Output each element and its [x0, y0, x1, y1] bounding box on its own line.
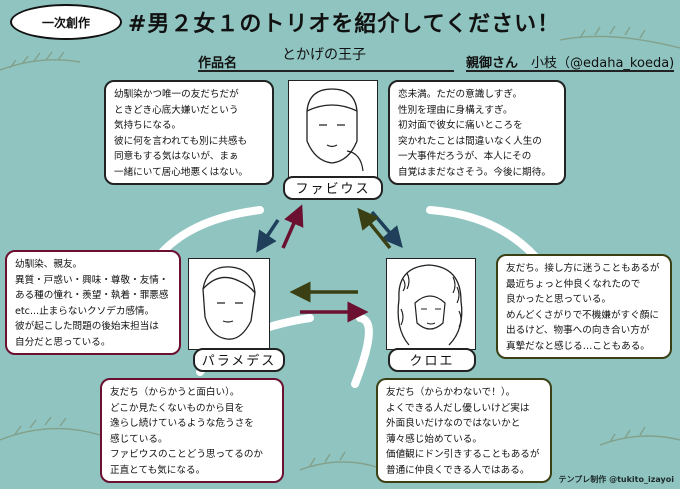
portrait-palamedes	[188, 258, 270, 350]
note-line: 友だち。接し方に迷うこともあるが	[506, 261, 662, 277]
arrow-palamedes-to-fabius	[283, 214, 298, 248]
note-line: 幼馴染、親友。	[15, 257, 171, 273]
template-credit: テンプレ制作 @tukito_izayoi	[559, 474, 674, 485]
note-line: 性別を理由に身構えすぎ。	[398, 103, 556, 119]
note-line: 外面良いだけなのではないかと	[386, 416, 542, 432]
note-line: 彼に何を言われても別に共感も	[114, 134, 264, 150]
category-label: 一次創作	[42, 14, 90, 31]
note-line: ある種の憧れ・羨望・執着・罪悪感	[15, 288, 171, 304]
author-name: 小枝（@edaha_koeda)	[531, 52, 674, 71]
male-portrait-icon	[289, 81, 376, 176]
work-label: 作品名	[198, 52, 237, 71]
note-line: 真摯だなと感じる…こともある。	[506, 339, 662, 355]
note-line: 同意もする気はないが、まぁ	[114, 149, 264, 165]
author-underline	[466, 70, 674, 72]
portrait-chloe	[386, 258, 476, 350]
note-chloe-to-palamedes: 友だち（からかわないで！）。 よくできる人だし優しいけど実は 外面良いだけなので…	[376, 378, 552, 483]
note-line: 自分だと思っている。	[15, 335, 171, 351]
name-palamedes: パラメデス	[193, 348, 285, 372]
arrow-curve-right-down	[355, 318, 369, 384]
work-underline	[198, 70, 454, 72]
note-line: 幼馴染かつ唯一の友だちだが	[114, 87, 264, 103]
note-line: 正直とても気になる。	[110, 463, 274, 479]
name-chloe: クロエ	[388, 348, 476, 372]
note-line: よくできる人だし優しいけど実は	[386, 401, 542, 417]
arrow-chloe-to-fabius	[364, 216, 390, 248]
note-line: 恋未満。ただの意識しすぎ。	[398, 87, 556, 103]
note-line: 自覚はまだなさそう。今後に期待。	[398, 165, 556, 181]
note-line: 普通に仲良くできる人ではある。	[386, 463, 542, 479]
note-line: 異質・戸惑い・興味・尊敬・友情・	[15, 273, 171, 289]
page-title: #男２女１のトリオを紹介してください！	[128, 6, 560, 38]
note-fabius-to-palamedes: 幼馴染かつ唯一の友だちだが ときどき心底大嫌いだという 気持ちになる。 彼に何を…	[104, 80, 274, 185]
note-line: ファビウスのことどう思ってるのか	[110, 447, 274, 463]
note-fabius-to-chloe: 恋未満。ただの意識しすぎ。 性別を理由に身構えすぎ。 初対面で彼女に痛いところを…	[388, 80, 566, 185]
category-bubble: 一次創作	[10, 4, 122, 40]
note-line: 逸らし続けているような危うさを	[110, 416, 274, 432]
note-line: 出るけど、物事への向き合い方が	[506, 323, 662, 339]
arrow-fabius-to-chloe	[372, 212, 396, 240]
note-line: 一緒にいて居心地悪くはない。	[114, 165, 264, 181]
note-line: 気持ちになる。	[114, 118, 264, 134]
note-line: めんどくさがりで不機嫌がすぐ顔に	[506, 308, 662, 324]
note-palamedes-to-fabius: 幼馴染、親友。 異質・戸惑い・興味・尊敬・友情・ ある種の憧れ・羨望・執着・罪悪…	[5, 250, 181, 355]
name-fabius: ファビウス	[283, 176, 383, 200]
note-line: 彼が起こした問題の後始末担当は	[15, 319, 171, 335]
note-line: 価値観にドン引きすることもあるが	[386, 447, 542, 463]
note-line: 初対面で彼女に痛いところを	[398, 118, 556, 134]
portrait-fabius	[288, 80, 378, 178]
note-line: 友だち（からかわないで！）。	[386, 385, 542, 401]
note-line: 最近ちょっと仲良くなれたので	[506, 277, 662, 293]
female-portrait-icon	[387, 259, 474, 348]
note-line: 突かれたことは間違いなく人生の	[398, 134, 556, 150]
note-line: どこか見たくないものから目を	[110, 401, 274, 417]
note-line: 一大事件だろうが、本人にその	[398, 149, 556, 165]
work-title: とかげの王子	[282, 44, 366, 64]
author-label: 親御さん	[466, 52, 518, 71]
note-line: etc...止まらないクソデカ感情。	[15, 304, 171, 320]
note-line: 薄々感じ始めている。	[386, 432, 542, 448]
note-palamedes-to-chloe: 友だち（からかうと面白い）。 どこか見たくないものから目を 逸らし続けているよう…	[100, 378, 284, 483]
note-line: 友だち（からかうと面白い）。	[110, 385, 274, 401]
male-portrait-icon	[189, 259, 268, 348]
note-line: 良かったと思っている。	[506, 292, 662, 308]
arrow-fabius-to-palamedes	[262, 220, 278, 244]
note-line: ときどき心底大嫌いだという	[114, 103, 264, 119]
note-line: 感じている。	[110, 432, 274, 448]
note-chloe-to-fabius: 友だち。接し方に迷うこともあるが 最近ちょっと仲良くなれたので 良かったと思って…	[496, 254, 672, 359]
